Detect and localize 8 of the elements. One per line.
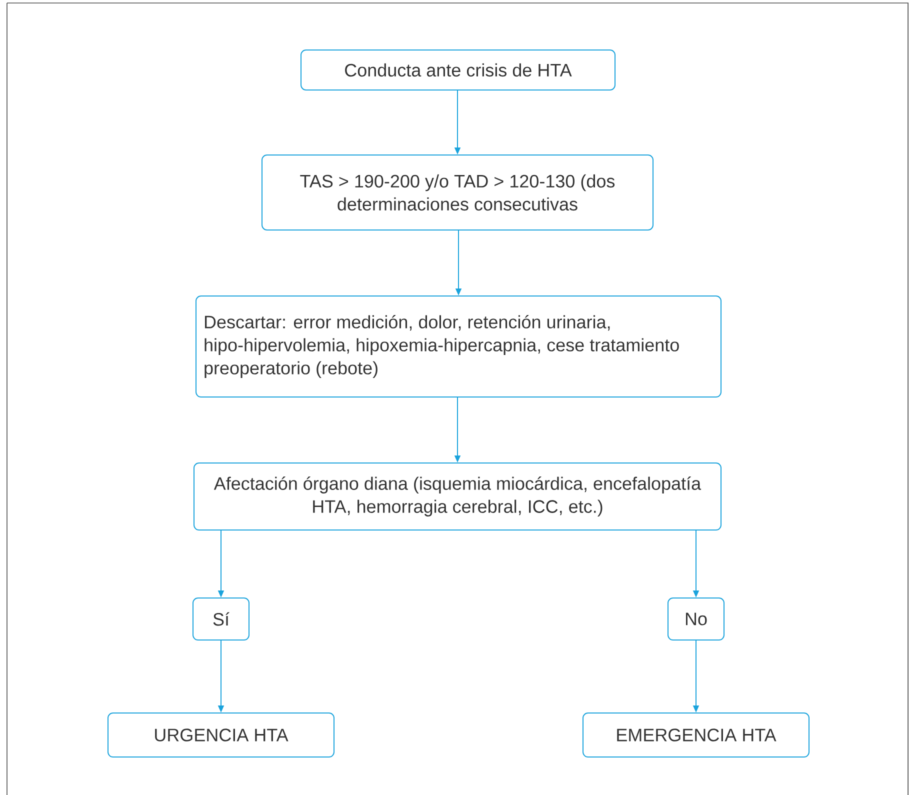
- flow-box: URGENCIA HTA: [108, 712, 334, 758]
- flow-box: EMERGENCIA HTA: [582, 712, 810, 758]
- flow-box: Sí: [192, 598, 250, 640]
- flow-box: No: [668, 598, 724, 640]
- flow-box: Descartar: error medición, dolor, retención urinaria, hipo-hipervolemia, hipoxemia-hipercapnia, cese tratamiento preoperatorio (rebote): [196, 296, 722, 398]
- flow-box: Afectación órgano diana (isquemia miocárdica, encefalopatía HTA, hemorragia cerebral, ICC, etc.): [194, 462, 722, 530]
- flow-box: Conducta ante crisis de HTA: [300, 50, 616, 90]
- flow-box: TAS > 190-200 y/o TAD > 120-130 (dos determinaciones consecutivas: [262, 154, 654, 230]
